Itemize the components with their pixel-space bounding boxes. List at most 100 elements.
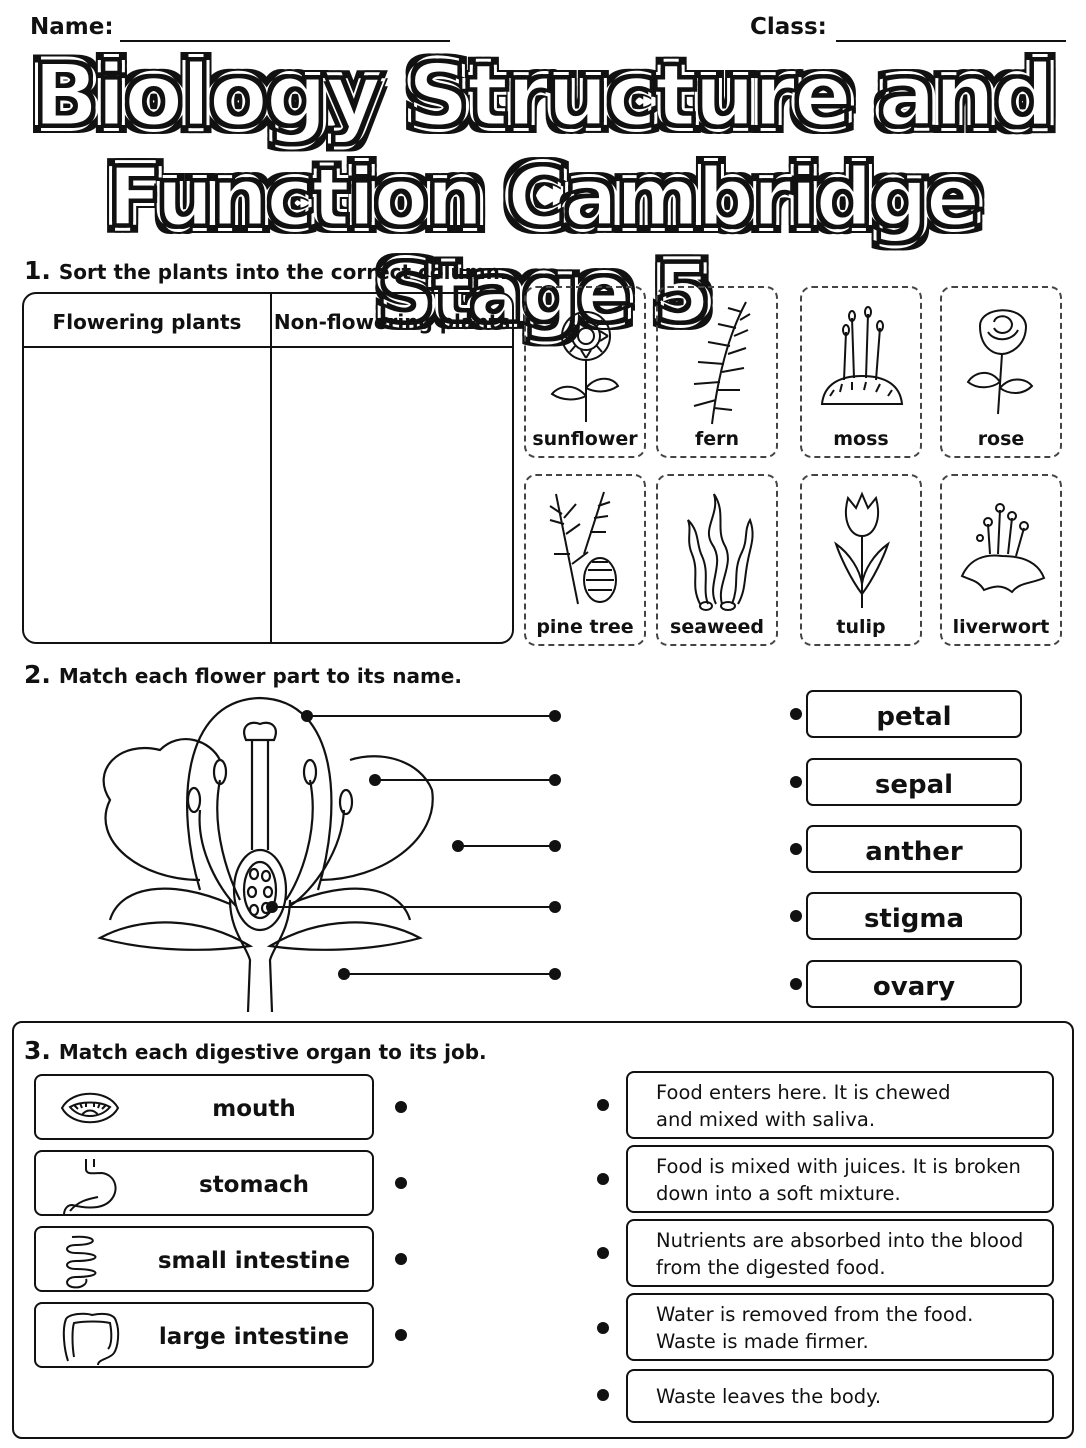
- small-intestine-icon: [66, 1235, 97, 1289]
- liverwort-icon: [960, 503, 1046, 594]
- question-2: 2. Match each flower part to its name.: [24, 660, 462, 689]
- class-label: Class:: [750, 14, 827, 40]
- pointer-line-5: [344, 973, 555, 975]
- tulip-icon: [834, 491, 890, 608]
- plant-name: tulip: [836, 616, 886, 638]
- job-text-line-2: Waste is made firmer.: [656, 1330, 869, 1353]
- seaweed-icon: [687, 493, 754, 611]
- organ-dot-2[interactable]: [395, 1177, 407, 1189]
- plant-name: liverwort: [952, 616, 1050, 638]
- match-dot-left-1[interactable]: [549, 710, 561, 722]
- plant-name: seaweed: [670, 616, 764, 638]
- plant-card-moss[interactable]: moss: [800, 286, 922, 458]
- flower-part-petal[interactable]: petal: [806, 690, 1022, 738]
- title-line-2: Function Cambridge Stage 5: [106, 150, 981, 342]
- sort-table: Flowering plants Non-flowering plants: [22, 292, 514, 644]
- organ-card-mouth[interactable]: mouth: [34, 1074, 374, 1140]
- section-3-panel: [12, 1021, 1074, 1439]
- plant-name: pine tree: [536, 616, 634, 638]
- organ-card-stomach[interactable]: stomach: [34, 1150, 374, 1216]
- job-text-line-2: from the digested food.: [656, 1256, 886, 1279]
- question-2-prompt: Match each flower part to its name.: [58, 664, 462, 688]
- job-dot-1[interactable]: [597, 1099, 609, 1111]
- question-3-prompt: Match each digestive organ to its job.: [58, 1040, 487, 1064]
- title-line-1: Biology Structure and: [32, 46, 1057, 146]
- question-1: 1. Sort the plants into the correct colum…: [24, 256, 507, 285]
- match-dot-right-3[interactable]: [790, 843, 802, 855]
- job-text-line-2: down into a soft mixture.: [656, 1182, 901, 1205]
- sunflower-icon: [550, 311, 620, 422]
- question-1-prompt: Sort the plants into the correct column.: [58, 260, 508, 284]
- name-input-line[interactable]: [120, 18, 450, 42]
- job-dot-3[interactable]: [597, 1247, 609, 1259]
- question-3: 3. Match each digestive organ to its job.: [24, 1036, 487, 1065]
- name-label: Name:: [30, 14, 114, 40]
- stomach-icon: [63, 1159, 117, 1216]
- plant-card-rose[interactable]: rose: [940, 286, 1062, 458]
- match-dot-right-5[interactable]: [790, 978, 802, 990]
- job-text-line-1: Food is mixed with juices. It is broken: [656, 1155, 1021, 1178]
- flowering-column-dropzone[interactable]: [24, 348, 272, 642]
- plant-card-fern[interactable]: fern: [656, 286, 778, 458]
- non-flowering-column-dropzone[interactable]: [272, 348, 512, 642]
- pointer-line-1: [307, 715, 555, 717]
- job-card-4[interactable]: Water is removed from the food. Waste is…: [626, 1293, 1054, 1361]
- plant-card-sunflower[interactable]: sunflower: [524, 286, 646, 458]
- pointer-line-3: [458, 845, 555, 847]
- organ-dot-4[interactable]: [395, 1329, 407, 1341]
- question-2-number: 2.: [24, 660, 51, 689]
- flower-part-anther[interactable]: anther: [806, 825, 1022, 873]
- rose-icon: [966, 309, 1034, 415]
- organ-name: small intestine: [157, 1248, 351, 1274]
- match-dot-right-1[interactable]: [790, 708, 802, 720]
- pointer-line-4: [272, 906, 555, 908]
- match-dot-right-4[interactable]: [790, 910, 802, 922]
- organ-card-small-intestine[interactable]: small intestine: [34, 1226, 374, 1292]
- job-text-line-1: Food enters here. It is chewed: [656, 1081, 951, 1104]
- moss-icon: [820, 306, 904, 405]
- column-header-non-flowering: Non-flowering plants: [272, 294, 512, 348]
- organ-dot-3[interactable]: [395, 1253, 407, 1265]
- job-dot-5[interactable]: [597, 1389, 609, 1401]
- job-card-3[interactable]: Nutrients are absorbed into the blood fr…: [626, 1219, 1054, 1287]
- match-dot-left-5[interactable]: [549, 968, 561, 980]
- pointer-line-2: [375, 779, 555, 781]
- job-card-2[interactable]: Food is mixed with juices. It is broken …: [626, 1145, 1054, 1213]
- organ-name: mouth: [212, 1096, 296, 1122]
- match-dot-left-4[interactable]: [549, 901, 561, 913]
- plant-card-liverwort[interactable]: liverwort: [940, 474, 1062, 646]
- job-text-line-1: Water is removed from the food.: [656, 1303, 974, 1326]
- job-text-line-1: Waste leaves the body.: [656, 1385, 882, 1408]
- plant-name: fern: [694, 428, 740, 450]
- class-input-line[interactable]: [836, 18, 1066, 42]
- flower-part-sepal[interactable]: sepal: [806, 758, 1022, 806]
- question-1-number: 1.: [24, 256, 51, 285]
- column-header-flowering: Flowering plants: [24, 294, 272, 348]
- large-intestine-icon: [62, 1312, 120, 1366]
- mouth-icon: [60, 1092, 120, 1124]
- plant-name: sunflower: [532, 428, 638, 450]
- organ-card-large-intestine[interactable]: large intestine: [34, 1302, 374, 1368]
- job-dot-4[interactable]: [597, 1322, 609, 1334]
- job-card-1[interactable]: Food enters here. It is chewed and mixed…: [626, 1071, 1054, 1139]
- organ-name: stomach: [199, 1172, 309, 1198]
- organ-name: large intestine: [158, 1324, 350, 1350]
- match-dot-right-2[interactable]: [790, 776, 802, 788]
- flower-diagram: [97, 696, 434, 1013]
- plant-name: moss: [833, 428, 889, 450]
- pine-tree-icon: [549, 491, 617, 605]
- organ-dot-1[interactable]: [395, 1101, 407, 1113]
- plant-name: rose: [977, 428, 1025, 450]
- job-text-line-2: and mixed with saliva.: [656, 1108, 876, 1131]
- match-dot-left-2[interactable]: [549, 774, 561, 786]
- job-dot-2[interactable]: [597, 1173, 609, 1185]
- plant-card-tulip[interactable]: tulip: [800, 474, 922, 646]
- plant-card-pine-tree[interactable]: pine tree: [524, 474, 646, 646]
- job-card-5[interactable]: Waste leaves the body.: [626, 1369, 1054, 1423]
- flower-part-ovary[interactable]: ovary: [806, 960, 1022, 1008]
- flower-part-stigma[interactable]: stigma: [806, 892, 1022, 940]
- match-dot-left-3[interactable]: [549, 840, 561, 852]
- plant-card-seaweed[interactable]: seaweed: [656, 474, 778, 646]
- question-3-number: 3.: [24, 1036, 51, 1065]
- job-text-line-1: Nutrients are absorbed into the blood: [656, 1229, 1024, 1252]
